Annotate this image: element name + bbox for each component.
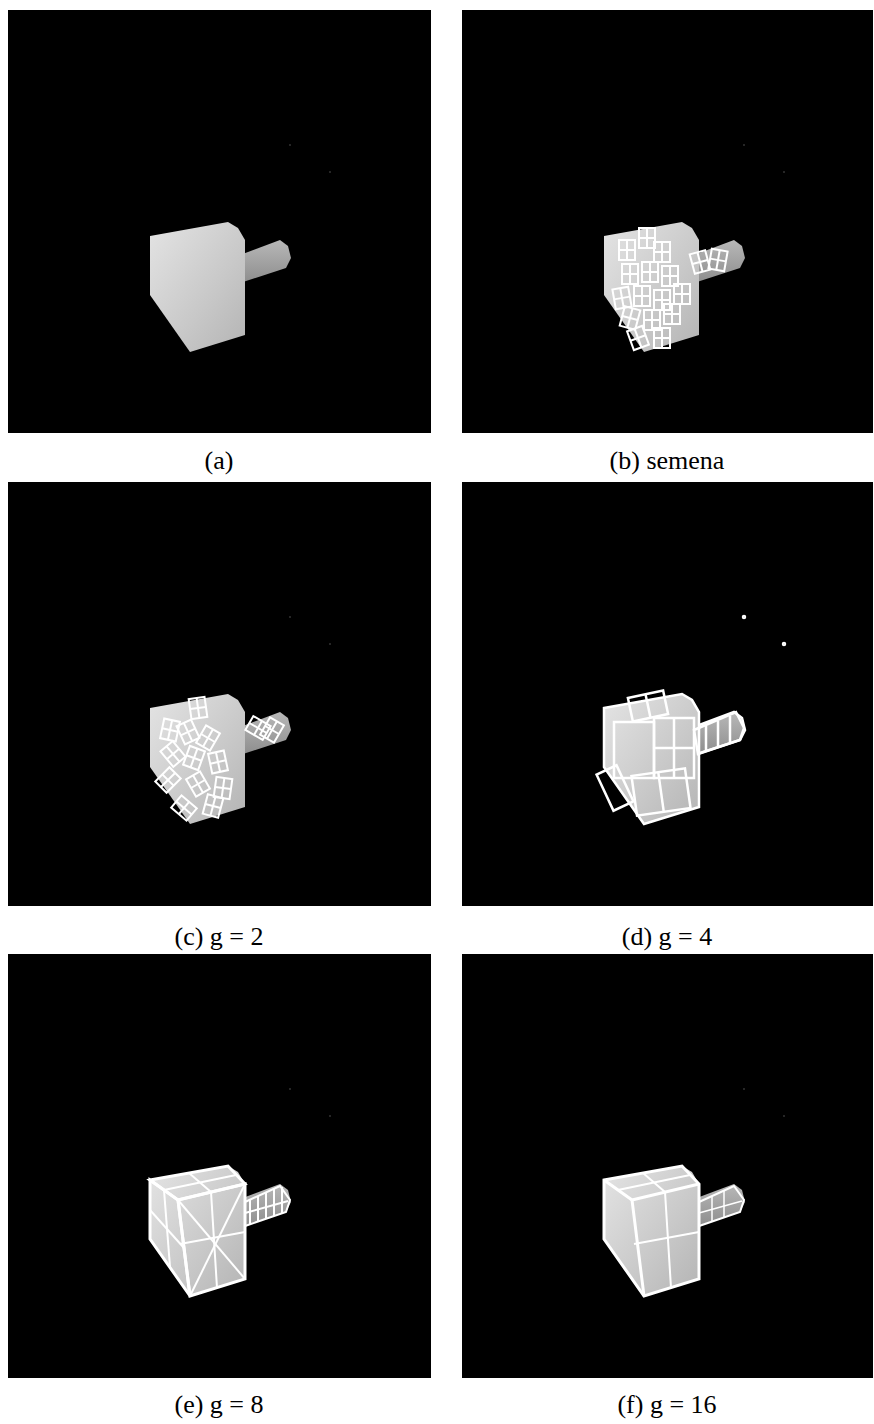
panel-caption: (f) g = 16 (617, 1391, 716, 1420)
panel-caption: (d) g = 4 (622, 923, 712, 952)
panel-caption: (b) semena (610, 447, 725, 476)
panel-caption: (e) g = 8 (174, 1391, 263, 1420)
panel-caption: (a) (205, 447, 234, 476)
panel-caption: (c) g = 2 (174, 923, 263, 952)
